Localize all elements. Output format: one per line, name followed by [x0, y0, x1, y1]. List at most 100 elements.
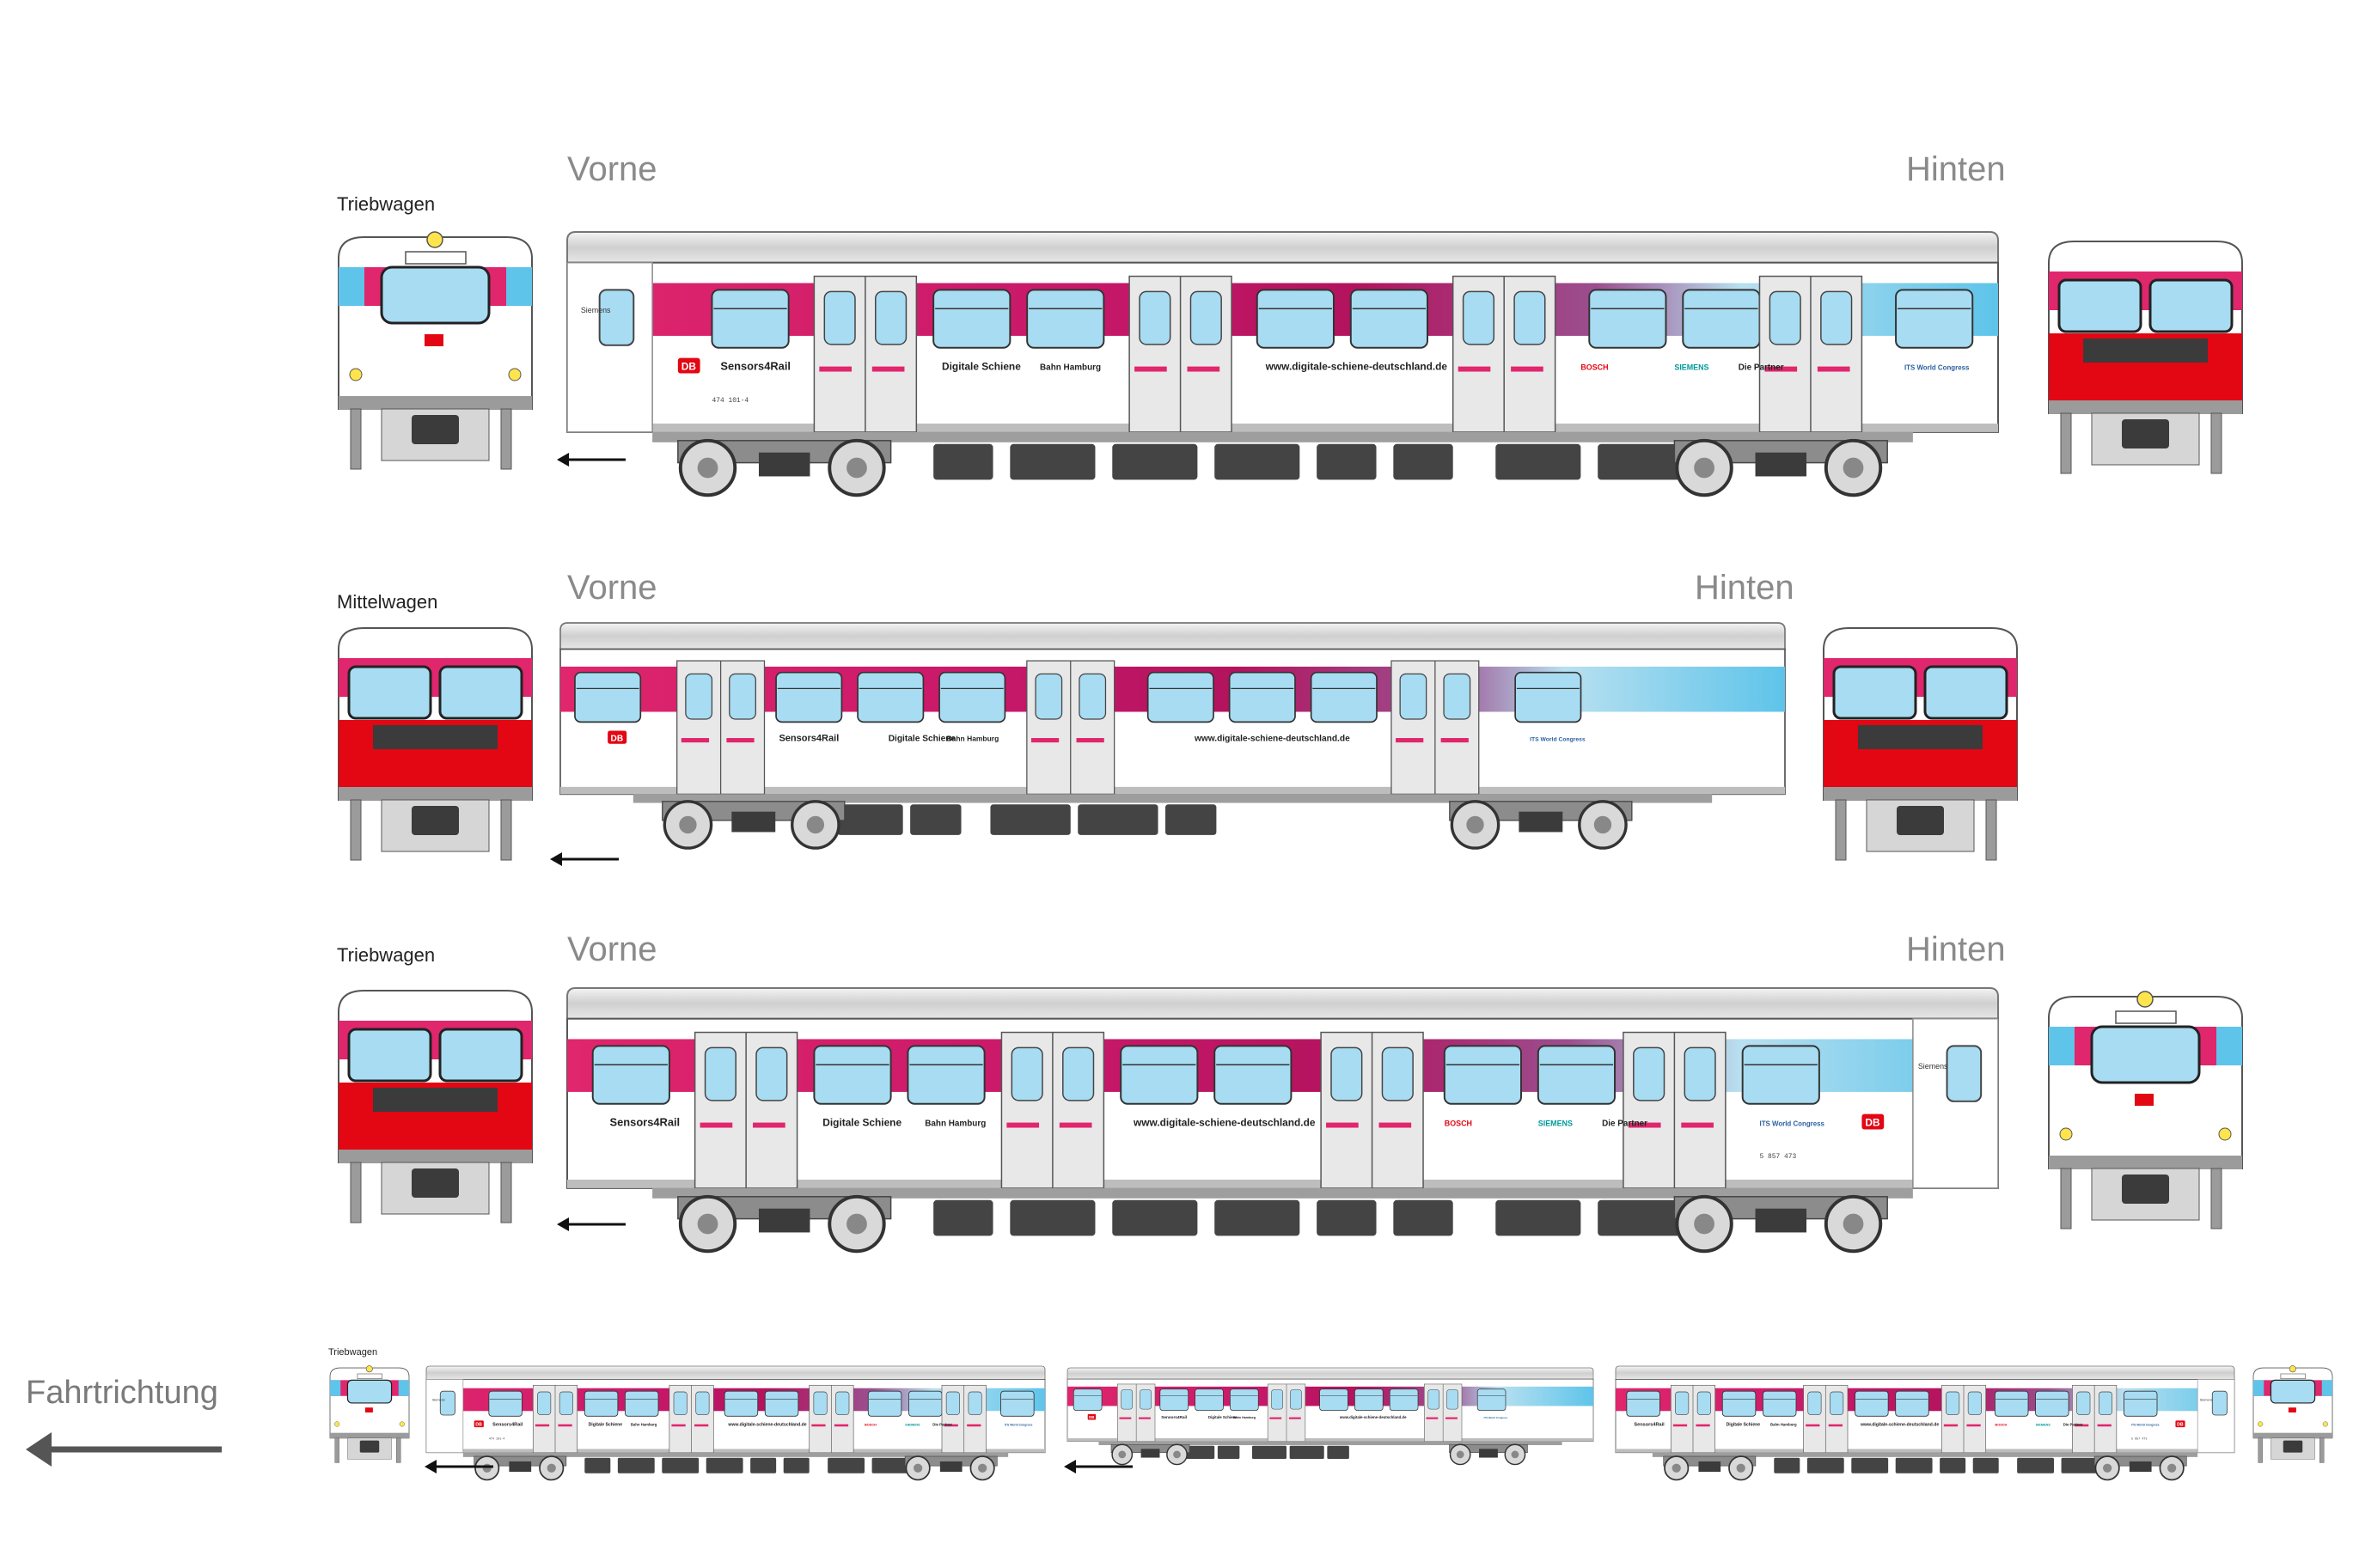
passenger-window [1626, 1390, 1660, 1417]
door-window [1427, 1389, 1440, 1410]
car-skirt [560, 786, 1785, 795]
passenger-window [1146, 671, 1214, 723]
end-bogie-leg [2060, 1168, 2072, 1229]
wheel-hub [914, 1463, 923, 1473]
door-window [1633, 1046, 1665, 1101]
front-label: Vorne [567, 930, 657, 968]
underfloor-equipment [1393, 1199, 1453, 1236]
car-skirt [567, 1179, 1998, 1188]
passenger-window [775, 671, 843, 723]
cab-front-view [2048, 991, 2243, 1229]
coupler [359, 1440, 380, 1453]
sbahn-hamburg-text: Bahn Hamburg [947, 734, 999, 742]
underfloor-equipment [1010, 1199, 1096, 1236]
sbahn-hamburg-text: Bahn Hamburg [631, 1422, 657, 1426]
passenger-window [1256, 289, 1335, 349]
wheel-hub [1466, 815, 1484, 834]
wheel-hub [697, 1213, 718, 1235]
sensors4rail-text: Sensors4Rail [1161, 1415, 1187, 1420]
door-tag [1326, 1122, 1359, 1128]
door-tag [1966, 1424, 1981, 1427]
its-text: ITS World Congress [1484, 1416, 1508, 1419]
end-bogie-leg [500, 408, 512, 470]
car-skirt [1616, 1449, 2234, 1453]
passenger-window [1995, 1390, 2029, 1417]
car-skirt [1067, 1437, 1593, 1442]
underfloor-equipment [1112, 443, 1198, 480]
end-bogie-leg [2060, 412, 2072, 474]
underfloor-equipment [1972, 1457, 1999, 1473]
cab-end [566, 261, 653, 433]
door-window [1696, 1391, 1711, 1415]
underfloor-equipment [871, 1457, 909, 1473]
coupler [2122, 419, 2169, 448]
direction-label: Fahrtrichtung [26, 1375, 218, 1411]
gangway-door [2083, 339, 2208, 363]
wheel-hub [846, 1213, 867, 1235]
db-logo [677, 357, 700, 374]
sensors4rail-text: Sensors4Rail [779, 733, 839, 743]
door-window [1079, 673, 1107, 720]
passenger-window [1354, 1388, 1384, 1411]
passenger-window [813, 1045, 892, 1105]
passenger-window [625, 1390, 659, 1417]
passenger-window [1230, 1388, 1259, 1411]
door-tag [1076, 738, 1104, 743]
passenger-window [1514, 671, 1582, 723]
passenger-window [908, 1390, 943, 1417]
front-label: Vorne [567, 150, 657, 188]
db-logo [474, 1420, 484, 1428]
digitale-schiene-text: Digitale Schiene [589, 1422, 623, 1427]
wheel-hub [1173, 1450, 1181, 1459]
end-livery-accent [2216, 1027, 2242, 1065]
marker-light [334, 1421, 340, 1427]
db-logo [364, 1407, 373, 1412]
underfloor-equipment [1598, 1199, 1684, 1236]
its-text: ITS World Congress [1530, 736, 1586, 742]
door-tag [1511, 366, 1543, 372]
underfloor-equipment [1806, 1457, 1844, 1473]
underframe [462, 1452, 1009, 1457]
door-tag [1628, 1122, 1661, 1128]
rear-label: Hinten [1906, 930, 2006, 968]
head-lamp [426, 231, 443, 248]
door-window [823, 290, 856, 345]
passenger-window [1000, 1390, 1035, 1417]
db-logo-text: DB [1865, 1117, 1880, 1129]
car-roof [566, 987, 1999, 1020]
underfloor-equipment [706, 1457, 743, 1473]
door-window [1443, 673, 1471, 720]
bosch-text: BOSCH [1445, 1120, 1472, 1128]
underfloor-equipment [584, 1457, 611, 1473]
marker-light [2258, 1421, 2264, 1427]
door-window [1062, 1046, 1095, 1101]
door-window [1121, 1389, 1134, 1410]
wheel-hub [482, 1463, 492, 1473]
door-tag [2075, 1424, 2089, 1427]
passenger-window [1213, 1045, 1293, 1105]
end-livery-accent [398, 1380, 409, 1396]
digitale-schiene-text: Digitale Schiene [1727, 1422, 1761, 1427]
head-lamp [365, 1365, 373, 1373]
arrow-head [557, 453, 569, 467]
end-window [347, 665, 432, 720]
wheel-hub [1736, 1463, 1745, 1473]
underfloor-equipment [1495, 1199, 1581, 1236]
car-number: 5 857 473 [1760, 1153, 1797, 1161]
cab-end [2197, 1379, 2235, 1454]
door-tag [694, 1424, 709, 1427]
cab-window [2211, 1390, 2228, 1416]
door-window [1381, 1046, 1414, 1101]
coupler [412, 1168, 459, 1198]
siemens-text: SIEMENS [1674, 363, 1708, 372]
wheel-hub [547, 1463, 556, 1473]
axle-box [509, 1461, 532, 1472]
its-text: ITS World Congress [1904, 364, 1970, 372]
db-logo [1087, 1413, 1097, 1420]
cab-front-window [346, 1379, 393, 1404]
axle-box [758, 452, 810, 477]
axle-box [1755, 452, 1807, 477]
wheel-hub [679, 815, 697, 834]
door-tag [1378, 1122, 1412, 1128]
